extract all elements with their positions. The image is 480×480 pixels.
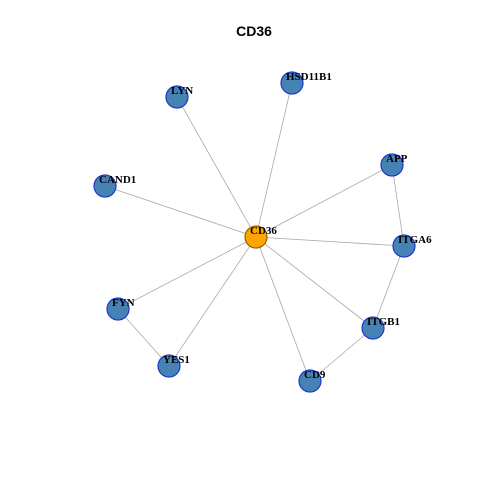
node-yes1: YES1 (157, 354, 190, 378)
node-label: HSD11B1 (286, 71, 332, 83)
edge-itgb1-cd9 (309, 327, 374, 382)
edge-cd36-cd9 (255, 236, 311, 382)
node-circle (93, 174, 117, 198)
node-circle (244, 225, 268, 249)
node-label: CAND1 (99, 174, 136, 186)
edge-app-itga6 (391, 164, 405, 247)
edge-cd36-app (255, 164, 393, 238)
node-circle (298, 369, 322, 393)
edge-fyn-yes1 (117, 308, 170, 367)
node-label: FYN (112, 297, 135, 309)
edge-cd36-lyn (176, 96, 257, 238)
node-label: YES1 (163, 354, 190, 366)
node-cand1: CAND1 (93, 174, 136, 198)
node-hsd11b1: HSD11B1 (280, 71, 332, 95)
node-circle (361, 316, 385, 340)
node-label: ITGB1 (367, 316, 400, 328)
edge-cd36-cand1 (104, 185, 257, 238)
edge-cd36-yes1 (168, 236, 257, 367)
node-label: APP (386, 153, 408, 165)
node-circle (157, 354, 181, 378)
node-itga6: ITGA6 (392, 234, 432, 258)
edge-cd36-itgb1 (255, 236, 374, 329)
node-circle (280, 71, 304, 95)
edge-itga6-itgb1 (372, 245, 405, 329)
edge-layer (104, 82, 405, 382)
node-label: ITGA6 (398, 234, 432, 246)
node-lyn: LYN (165, 85, 193, 109)
edge-cd36-fyn (117, 236, 257, 310)
node-cd9: CD9 (298, 369, 326, 393)
node-label: CD36 (250, 225, 277, 237)
edge-cd36-hsd11b1 (255, 82, 293, 238)
diagram-title: CD36 (236, 23, 272, 39)
node-circle (380, 153, 404, 177)
node-app: APP (380, 153, 408, 177)
node-circle (106, 297, 130, 321)
node-circle (392, 234, 416, 258)
edge-cd36-itga6 (255, 236, 405, 247)
node-label: CD9 (304, 369, 326, 381)
node-cd36: CD36 (244, 225, 277, 249)
node-circle (165, 85, 189, 109)
node-label: LYN (171, 85, 193, 97)
node-fyn: FYN (106, 297, 135, 321)
node-itgb1: ITGB1 (361, 316, 400, 340)
